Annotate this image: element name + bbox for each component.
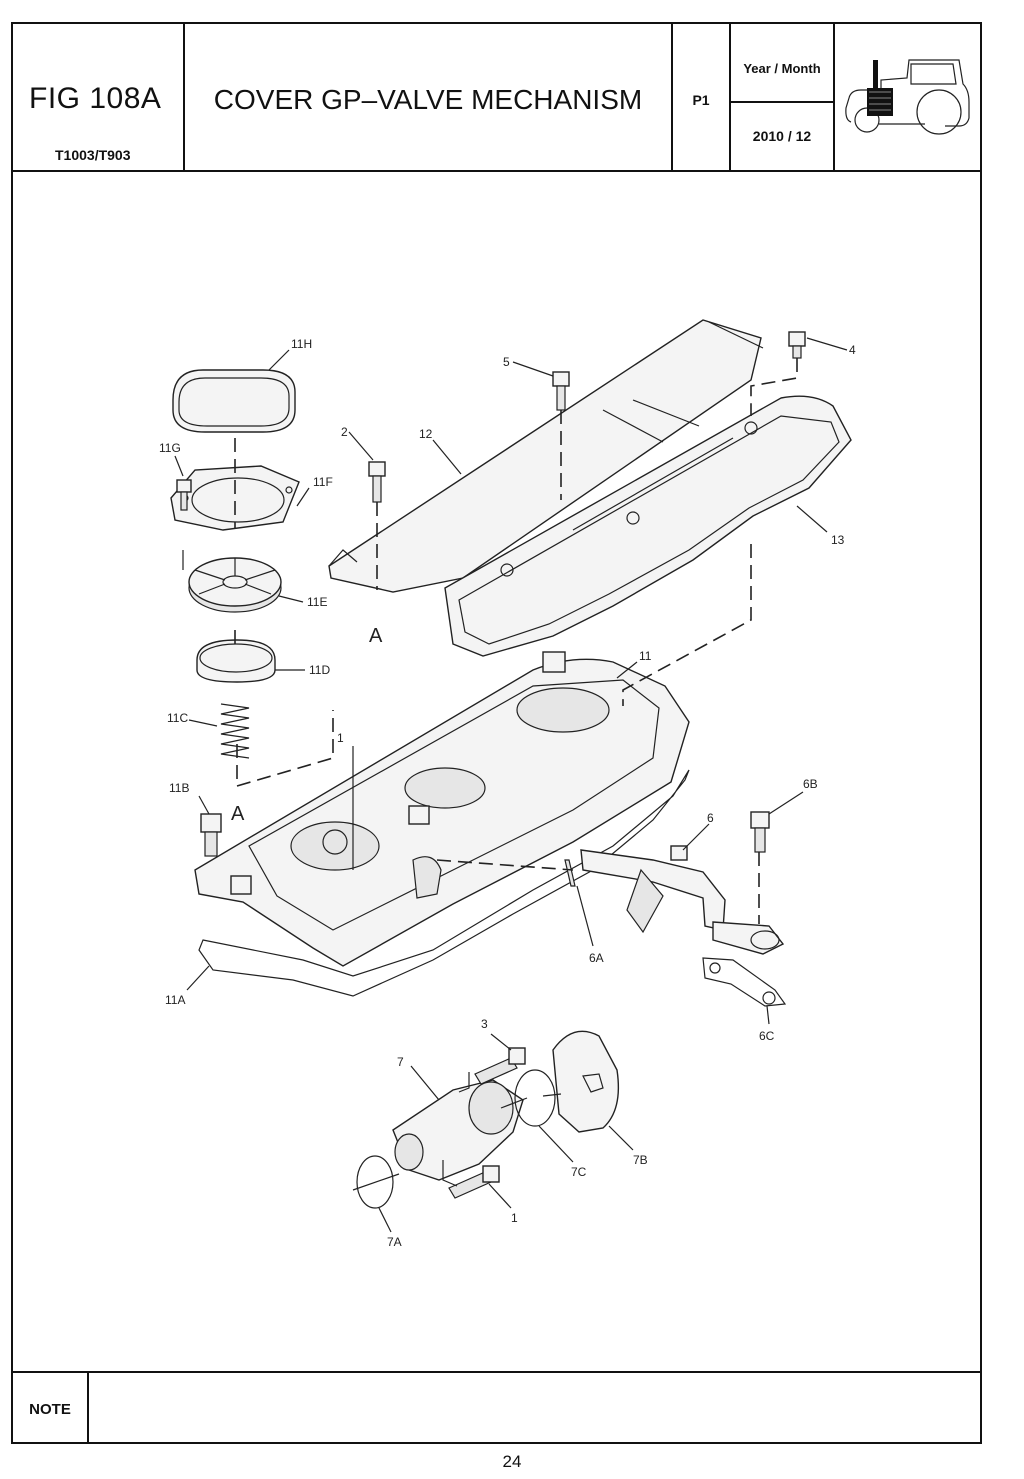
title-cell: COVER GP–VALVE MECHANISM	[185, 24, 673, 170]
reference-a-upper: A	[369, 625, 383, 647]
exploded-parts-diagram: 11H 11G 11F 11E 11D 11C 11B 11A 11 1 2 1…	[159, 319, 856, 1249]
callout-4: 4	[849, 343, 856, 357]
callout-7c: 7C	[571, 1165, 587, 1179]
date-label-box: Year / Month	[731, 24, 833, 103]
callout-13: 13	[831, 533, 845, 547]
part-12-shield-plate	[328, 319, 764, 593]
page-frame: FIG 108A T1003/T903 COVER GP–VALVE MECHA…	[11, 22, 982, 1444]
page-code: P1	[692, 92, 710, 108]
part-11f-plate	[170, 465, 300, 531]
header: FIG 108A T1003/T903 COVER GP–VALVE MECHA…	[13, 24, 980, 172]
callout-6c: 6C	[759, 1029, 775, 1043]
year-month-label: Year / Month	[743, 61, 821, 76]
part-3-bolt	[474, 1047, 526, 1085]
part-6a-clip	[564, 859, 576, 887]
note-label: NOTE	[29, 1401, 71, 1418]
callout-1-upper: 1	[337, 731, 344, 745]
callout-7a: 7A	[387, 1235, 402, 1249]
callout-11b: 11B	[169, 781, 189, 795]
figure-number: FIG 108A	[29, 82, 162, 115]
callout-11f: 11F	[313, 475, 333, 489]
part-4-bolt	[788, 331, 806, 347]
part-5-bolt-shank	[556, 385, 566, 411]
callout-11a: 11A	[165, 993, 185, 1007]
callout-12: 12	[419, 427, 433, 441]
part-11c-spring	[220, 703, 250, 759]
callout-11: 11	[639, 649, 652, 663]
year-month-value: 2010 / 12	[752, 128, 812, 144]
callout-11h: 11H	[291, 337, 312, 351]
callout-3: 3	[481, 1017, 488, 1031]
part-7c-oring	[514, 1069, 556, 1127]
part-11e-diaphragm	[188, 557, 282, 613]
callout-11e: 11E	[307, 595, 327, 609]
callout-11d: 11D	[309, 663, 330, 677]
part-7b-filler-cap	[552, 1030, 620, 1133]
part-11g-bolt	[176, 479, 192, 511]
part-2-bolt-shank	[372, 475, 382, 503]
callout-2: 2	[341, 425, 348, 439]
part-6c-gasket	[702, 957, 787, 1007]
note-row: NOTE	[13, 1371, 980, 1442]
page-code-cell: P1	[673, 24, 731, 170]
part-6-breather-tube	[580, 845, 785, 955]
figure-cell: FIG 108A T1003/T903	[13, 24, 185, 170]
part-7a-oring	[356, 1155, 394, 1209]
part-13-upper-cover	[444, 395, 852, 657]
part-11b-bolt	[200, 813, 222, 857]
callout-11c: 11C	[167, 711, 188, 725]
part-6b-bolt	[750, 811, 770, 853]
model-number: T1003/T903	[55, 147, 131, 163]
leader-lines	[174, 337, 848, 1233]
note-label-cell: NOTE	[13, 1373, 89, 1442]
part-2-bolt	[368, 461, 386, 477]
callout-labels: 11H 11G 11F 11E 11D 11C 11B 11A 11 1 2 1…	[159, 337, 856, 1249]
reference-a-lower: A	[231, 803, 245, 825]
callout-6b: 6B	[803, 777, 818, 791]
callout-6: 6	[707, 811, 714, 825]
callout-7b: 7B	[633, 1153, 648, 1167]
callout-11g: 11G	[159, 441, 181, 455]
page-title: COVER GP–VALVE MECHANISM	[213, 84, 643, 115]
tractor-cell	[835, 24, 980, 170]
date-cell: Year / Month 2010 / 12	[731, 24, 835, 170]
part-11d-ring	[196, 639, 276, 683]
part-11h-cap	[172, 369, 296, 433]
page-number: 24	[502, 1452, 522, 1471]
part-11a-gasket	[198, 769, 690, 997]
callout-1-lower: 1	[511, 1211, 518, 1225]
part-5-bolt	[552, 371, 570, 387]
part-1-bolt	[448, 1165, 500, 1199]
part-11-lower-cover	[194, 651, 690, 967]
tractor-silhouette-icon	[845, 59, 970, 135]
callout-6a: 6A	[589, 951, 604, 965]
part-7-filler-neck	[392, 1079, 524, 1181]
callout-5: 5	[503, 355, 510, 369]
assembly-lines	[182, 358, 798, 1191]
part-4-bolt-shank	[792, 345, 802, 359]
callout-7: 7	[397, 1055, 404, 1069]
